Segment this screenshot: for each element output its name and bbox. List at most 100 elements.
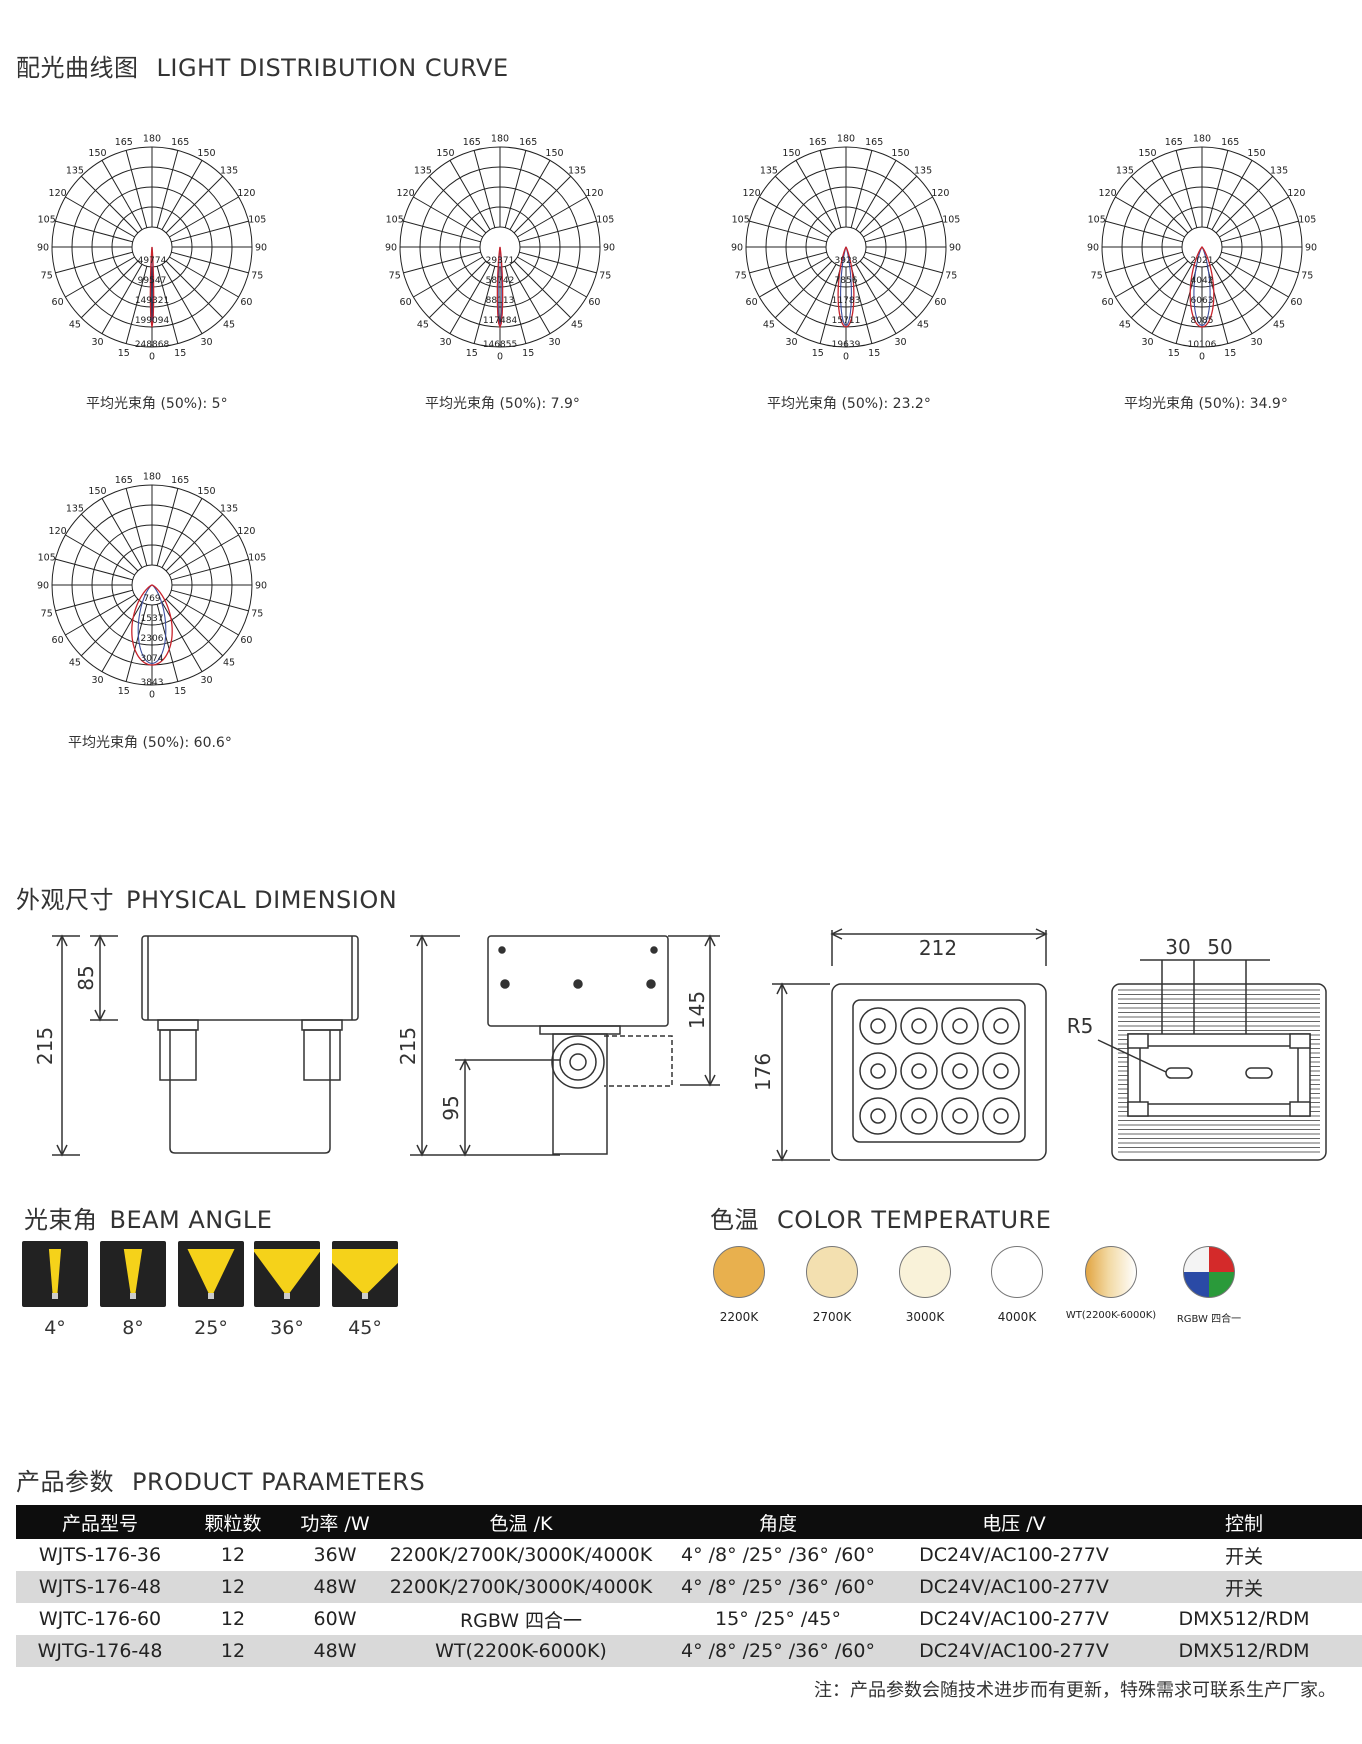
angle-label: 105 [248,214,266,225]
angle-label: 90 [603,243,615,254]
angle-label: 135 [220,165,238,176]
angle-label: 120 [49,526,67,537]
cell-color-temp: 2200K/2700K/3000K/4000K [388,1571,654,1603]
angle-label: 105 [732,214,750,225]
angle-label: 150 [1138,148,1156,159]
angle-label: 75 [41,609,53,620]
dim-back-b: 50 [1207,935,1232,959]
angle-label: 60 [934,297,946,308]
cell-power: 48W [282,1635,388,1667]
angle-label: 150 [782,148,800,159]
led-source [362,1293,368,1299]
cell-power: 60W [313,1608,357,1630]
intensity-value: 3928 [835,256,858,266]
angle-label: 45 [69,320,81,331]
led-source [52,1293,58,1299]
beam-angle-label: 45° [348,1317,382,1339]
intensity-value: 19639 [832,340,861,350]
angle-label: 120 [397,188,415,199]
header-control: 控制 [1126,1505,1362,1539]
angle-label: 60 [1102,297,1114,308]
angle-label: 165 [171,137,189,148]
beam-angle-title-cn: 光束角 [24,1206,98,1234]
product-parameters-table: 产品型号 颗粒数 功率 /W 色温 /K 角度 电压 /V 控制 WJTS-17… [16,1505,1362,1667]
angle-label: 15 [174,686,186,697]
dim-side-pivot: 95 [439,1095,463,1120]
angle-label: 60 [240,635,252,646]
color-temperature-title-cn: 色温 [710,1206,759,1234]
dim-front-body: 85 [74,965,98,990]
angle-label: 165 [519,137,537,148]
angle-label: 30 [894,337,906,348]
distribution-curve-c0 [149,246,155,328]
angle-label: 135 [760,165,778,176]
angle-label: 90 [385,243,397,254]
beam-tile [100,1241,166,1307]
beam-shape [123,1249,143,1293]
angle-label: 75 [41,271,53,282]
angle-label: 165 [1165,137,1183,148]
angle-label: 90 [37,243,49,254]
angle-label: 180 [837,134,855,145]
beam-shape [48,1249,62,1293]
angle-label: 45 [223,320,235,331]
angle-label: 150 [88,148,106,159]
beam-shape [254,1249,320,1293]
color-swatch [991,1246,1043,1298]
intensity-value: 3843 [141,678,164,688]
beam-shape [187,1249,235,1293]
angle-label: 105 [386,214,404,225]
beam-tile [332,1241,398,1307]
intensity-value: 199094 [135,316,170,326]
cell-power: 36W [313,1544,357,1566]
color-temperature-title-en: COLOR TEMPERATURE [777,1206,1052,1234]
angle-label: 150 [197,486,215,497]
angle-label: 60 [52,297,64,308]
angle-label: 0 [149,690,155,701]
color-temp-label: 4000K [997,1310,1037,1324]
intensity-value: 146855 [483,340,517,350]
intensity-value: 15711 [832,316,861,326]
angle-label: 135 [1116,165,1134,176]
header-voltage: 电压 /V [902,1505,1126,1539]
color-temperature-title: 色温 COLOR TEMPERATURE [710,1200,1051,1235]
intensity-value: 11783 [832,296,861,306]
cell-model: WJTS-176-48 [16,1571,184,1603]
angle-label: 120 [237,526,255,537]
angle-label: 165 [1221,137,1239,148]
light-distribution-title-cn: 配光曲线图 [16,54,139,82]
cell-control: DMX512/RDM [1178,1608,1310,1630]
angle-label: 120 [743,188,761,199]
intensity-value: 49774 [138,256,167,266]
angle-label: 150 [88,486,106,497]
angle-label: 0 [843,352,849,363]
cell-voltage: DC24V/AC100-277V [919,1608,1109,1630]
color-temp-label: 2700K [812,1310,852,1324]
angle-label: 90 [1305,243,1317,254]
angle-label: 105 [596,214,614,225]
side-view-drawing [410,934,720,1157]
intensity-value: 117484 [483,316,518,326]
angle-label: 105 [248,552,266,563]
cell-voltage: DC24V/AC100-277V [919,1544,1109,1566]
beam-angle-label: 4° [44,1317,66,1339]
angle-label: 0 [149,352,155,363]
cell-voltage: DC24V/AC100-277V [902,1571,1126,1603]
dim-radius: R5 [1067,1014,1094,1038]
angle-label: 15 [118,348,130,359]
angle-label: 45 [417,320,429,331]
header-power: 功率 /W [282,1505,388,1539]
angle-label: 90 [731,243,743,254]
distribution-curve-c0 [496,246,504,329]
beam-caption-1: 平均光束角 (50%): 5° [86,396,228,412]
dim-face-width: 212 [919,936,957,960]
back-view-drawing [1097,959,1327,1161]
cell-model: WJTS-176-36 [38,1544,162,1566]
